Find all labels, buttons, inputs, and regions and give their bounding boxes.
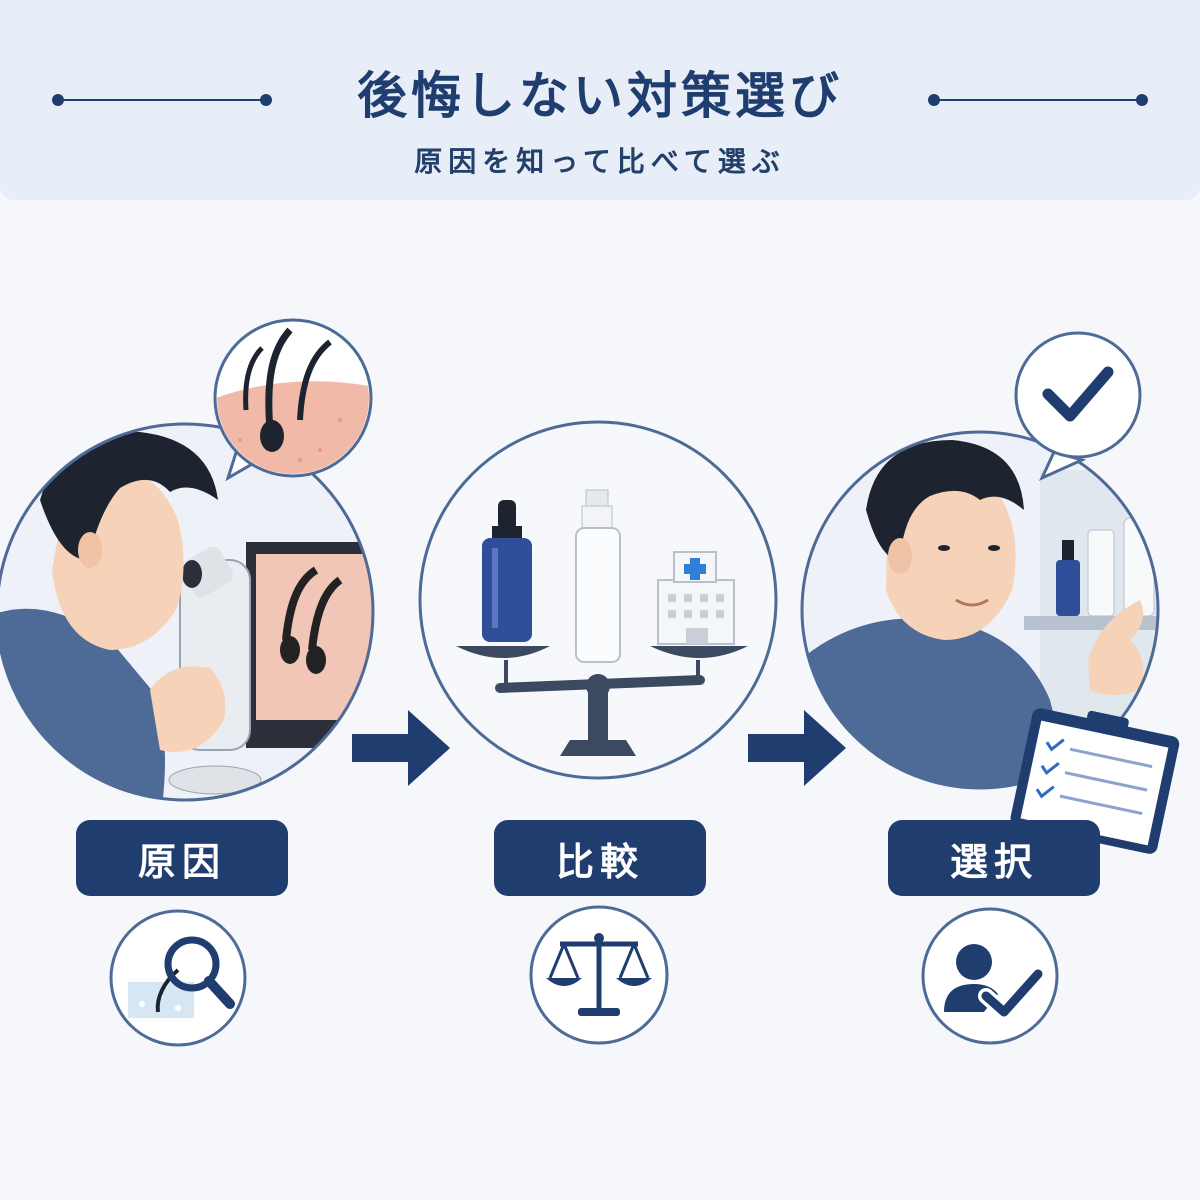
clinic-building xyxy=(657,551,735,645)
step-label-compare: 比較 xyxy=(494,820,706,896)
header-right-dot-end xyxy=(1136,94,1148,106)
magnifier-hair-icon xyxy=(109,909,247,1047)
scene-cause xyxy=(0,318,375,802)
check-bubble xyxy=(1014,331,1142,482)
header-left-rule xyxy=(58,99,266,101)
step-label-choose: 選択 xyxy=(888,820,1100,896)
arrow-cause-to-compare xyxy=(352,710,450,786)
hair-zoom-bubble xyxy=(213,318,373,482)
page-subtitle: 原因を知って比べて選ぶ xyxy=(414,145,786,178)
balance-scale xyxy=(456,646,748,756)
header-right-rule xyxy=(934,99,1142,101)
step-label-cause: 原因 xyxy=(76,820,288,896)
scene-choose xyxy=(800,331,1180,854)
arrow-compare-to-choose xyxy=(748,710,846,786)
scene-compare xyxy=(418,420,778,780)
monitor xyxy=(246,542,373,748)
header-left-dot-end xyxy=(260,94,272,106)
balance-scale-icon xyxy=(529,905,669,1045)
spray-bottle xyxy=(575,489,621,663)
page-title: 後悔しない対策選び xyxy=(357,67,843,125)
clipboard xyxy=(1010,708,1180,854)
person-check-icon xyxy=(921,907,1059,1045)
dropper-bottle xyxy=(482,500,532,642)
